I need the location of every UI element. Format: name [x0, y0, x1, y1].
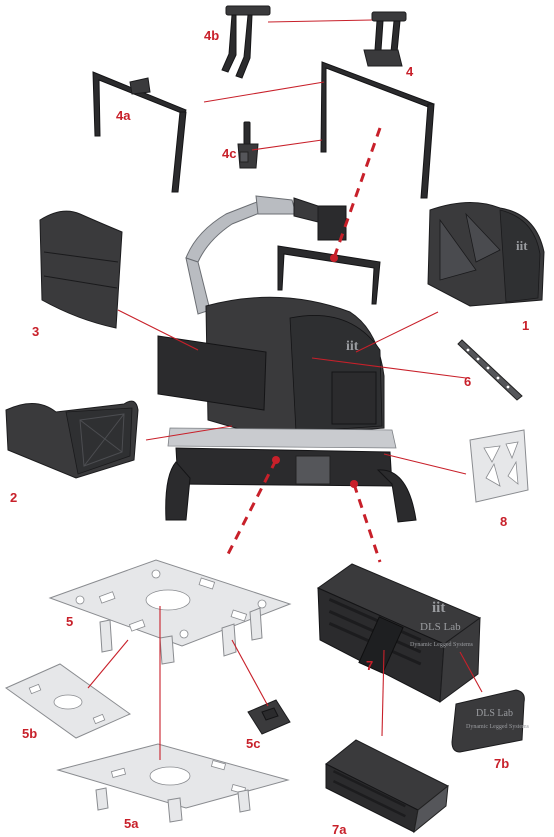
part-4a-frame — [92, 71, 187, 193]
part-5-main-plate — [48, 559, 292, 665]
label-5c: 5c — [246, 736, 260, 751]
lab-text-part-7: DLS Lab — [420, 621, 461, 633]
lab-text-part-7b: DLS Lab — [476, 708, 513, 719]
label-1: 1 — [522, 318, 529, 333]
part-8-mount-plate — [469, 429, 529, 503]
part-5b-plate — [4, 663, 132, 739]
subtitle-text-part-7b: Dynamic Legged Systems — [466, 724, 530, 730]
part-3-front-cover — [39, 210, 123, 329]
label-7a: 7a — [332, 822, 347, 837]
label-7b: 7b — [494, 756, 509, 771]
label-2: 2 — [10, 490, 17, 505]
assembly-dashed-lines — [224, 127, 382, 563]
label-8: 8 — [500, 514, 507, 529]
part-7b-end-plate: DLS Lab Dynamic Legged Systems — [451, 689, 530, 753]
part-1-side-housing: iit — [427, 201, 545, 307]
part-7a-box-shell — [325, 739, 449, 834]
part-2-base-tray — [5, 400, 139, 479]
logo-text-robot-body: iit — [346, 339, 359, 354]
label-4: 4 — [406, 64, 414, 79]
leader-lines — [87, 19, 483, 760]
part-labels: 4b 4 4a 4c 3 1 6 2 8 5 7 5b 5c 7b 5a 7a — [10, 28, 529, 837]
label-5a: 5a — [124, 816, 139, 831]
part-7-electronics-box: iit DLS Lab Dynamic Legged Systems — [316, 563, 482, 704]
label-6: 6 — [464, 374, 471, 389]
part-4b-top-bracket — [221, 5, 271, 79]
label-5b: 5b — [22, 726, 37, 741]
part-4c-clamp — [237, 121, 259, 169]
label-4c: 4c — [222, 146, 236, 161]
part-5c-clip — [247, 699, 291, 735]
logo-text-part-1: iit — [516, 238, 528, 253]
part-5a-plate — [56, 743, 290, 823]
label-3: 3 — [32, 324, 39, 339]
robot-assembly: iit — [157, 195, 417, 523]
label-4a: 4a — [116, 108, 131, 123]
label-7: 7 — [366, 658, 373, 673]
part-4-frame — [320, 11, 435, 199]
perforated-strip — [457, 339, 523, 401]
label-4b: 4b — [204, 28, 219, 43]
label-5: 5 — [66, 614, 73, 629]
logo-text-part-7: iit — [432, 600, 445, 616]
subtitle-text-part-7: Dynamic Legged Systems — [410, 642, 474, 648]
